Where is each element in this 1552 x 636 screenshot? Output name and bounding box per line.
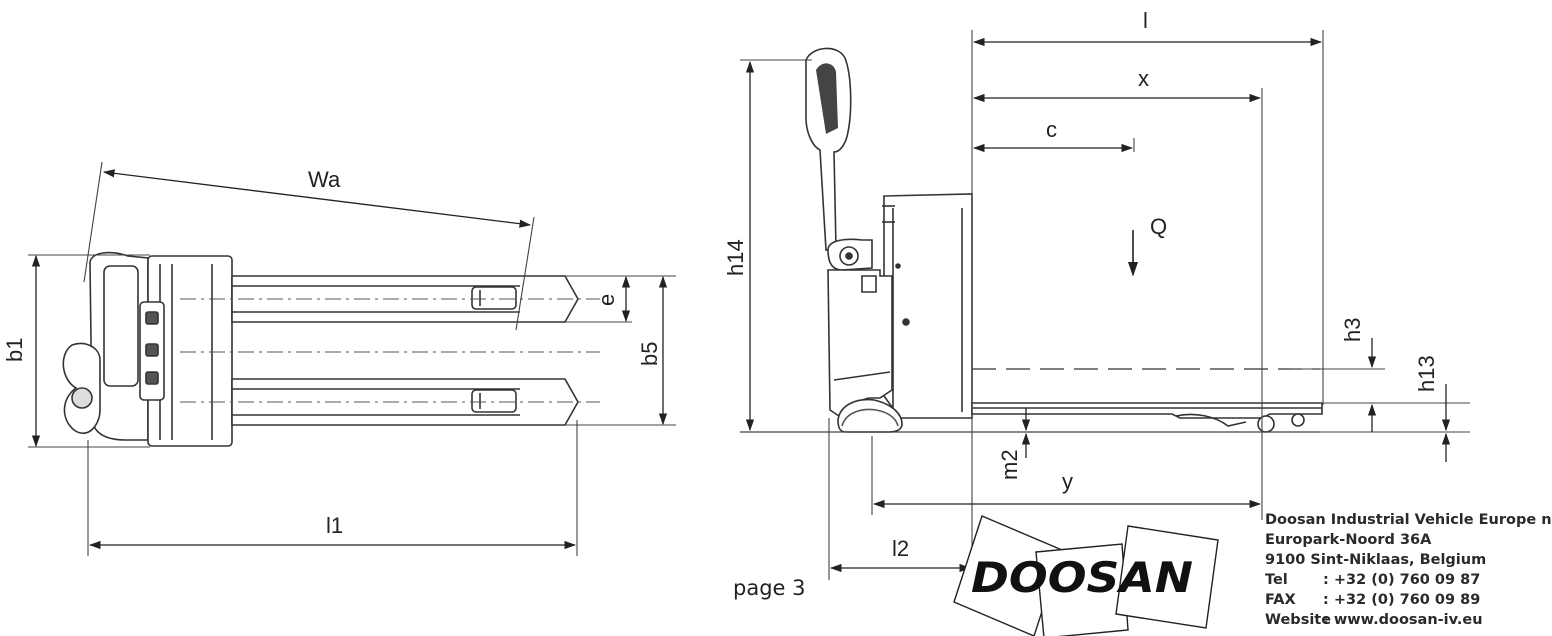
company-street: Europark-Noord 36A [1265,532,1432,548]
fork-side [971,402,1323,419]
label-wa: Wa [308,167,341,192]
label-l2: l2 [892,536,909,561]
label-b5: b5 [637,342,662,366]
logo-panel-3 [1115,525,1219,629]
load-wheel-1 [1257,415,1275,433]
label-h3: h3 [1340,318,1365,342]
label-e: e [594,294,619,306]
battery-cover [883,193,973,419]
doosan-logo: DOOSAN [953,515,1219,636]
dimension-labels: Wa b1 b5 e l1 h14 l x c Q h3 h13 m2 y l2 [2,8,1439,561]
label-q: Q [1150,214,1167,239]
label-l1: l1 [326,513,343,538]
side-view [740,30,1470,580]
web-label: Website [1265,612,1332,628]
label-m2: m2 [997,449,1022,480]
label-c: c [1046,117,1057,142]
logo-text: DOOSAN [971,553,1193,602]
load-outline [972,150,1262,400]
label-x: x [1138,66,1149,91]
load-wheel-2 [1291,413,1305,427]
tiller-handle [805,47,852,251]
label-y: y [1062,469,1073,494]
label-l: l [1143,8,1148,33]
dim-line-wa [102,169,532,228]
logo-panel-1 [953,515,1063,636]
company-fax: FAX : +32 (0) 760 09 89 [1265,590,1552,610]
fax-value: : +32 (0) 760 09 89 [1323,592,1481,608]
label-b1: b1 [2,338,27,362]
company-name: Doosan Industrial Vehicle Europe nv [1265,512,1552,528]
company-web: Website: www.doosan-iv.eu [1265,610,1552,630]
logo-panel-2 [1035,543,1129,636]
company-city: 9100 Sint-Niklaas, Belgium [1265,552,1487,568]
company-info: Doosan Industrial Vehicle Europe nv Euro… [1265,510,1552,630]
label-h13: h13 [1414,355,1439,392]
page-number: page 3 [733,576,806,600]
web-value: : www.doosan-iv.eu [1323,612,1483,628]
fax-label: FAX [1265,592,1296,608]
chassis [827,269,893,420]
tel-label: Tel [1265,572,1288,588]
company-tel: Tel : +32 (0) 760 09 87 [1265,570,1552,590]
top-view [28,161,676,556]
label-h14: h14 [723,239,748,276]
tel-value: : +32 (0) 760 09 87 [1323,572,1481,588]
drive-wheel [837,398,903,433]
